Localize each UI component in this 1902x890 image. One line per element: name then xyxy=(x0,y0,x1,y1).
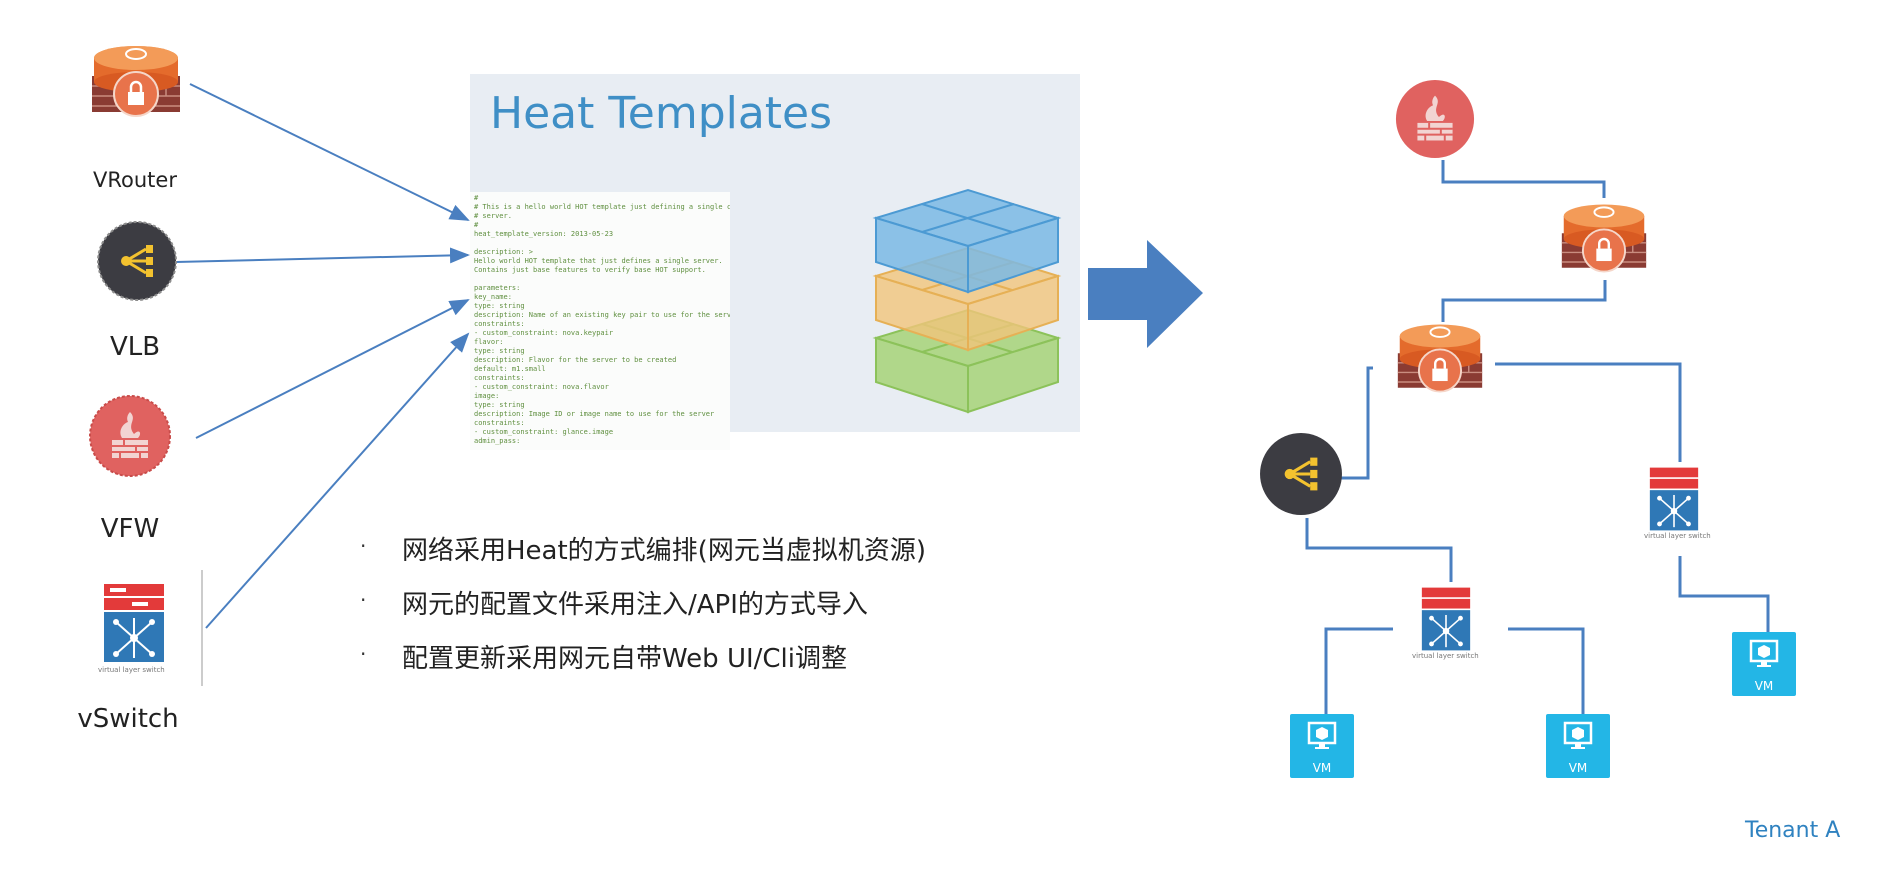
panel-title: Heat Templates xyxy=(490,88,833,139)
vm-label: VM xyxy=(1568,761,1588,775)
switch-icon xyxy=(1649,467,1699,531)
code-line: Hello world HOT template that just defin… xyxy=(474,257,723,265)
code-line: constraints: xyxy=(474,374,525,382)
tenant-label: Tenant A xyxy=(1745,818,1841,843)
vm-node: VM xyxy=(1290,714,1354,778)
code-line: description: Flavor for the server to be… xyxy=(474,356,677,364)
vm-node: VM xyxy=(1732,632,1796,696)
code-line: description: > xyxy=(474,248,534,256)
code-line: Contains just base features to verify ba… xyxy=(474,266,706,274)
code-line: description: Name of an existing key pai… xyxy=(474,311,730,319)
code-line: description: Image ID or image name to u… xyxy=(474,410,715,418)
code-line: - custom_constraint: glance.image xyxy=(474,428,614,436)
arrow-vfw-to-template xyxy=(195,299,470,439)
bullet-text: 配置更新采用网元自带Web UI/Cli调整 xyxy=(402,644,848,674)
vm-icon xyxy=(1307,721,1337,749)
arrow-vrouter-to-template xyxy=(189,83,470,221)
switch-caption: virtual layer switch xyxy=(1412,652,1479,660)
vswitch-label: vSwitch xyxy=(77,704,179,734)
router-icon xyxy=(1397,324,1483,393)
code-line: # xyxy=(474,221,479,229)
code-line: type: string xyxy=(474,401,525,409)
code-line: type: string xyxy=(474,347,525,355)
code-line: default: m1.small xyxy=(474,365,546,373)
switch-caption: virtual layer switch xyxy=(1644,532,1711,540)
code-line: # server. xyxy=(474,212,512,220)
vm-label: VM xyxy=(1754,679,1774,693)
code-line: # xyxy=(474,194,479,202)
arrow-right-icon xyxy=(1088,240,1203,348)
vm-icon xyxy=(1749,639,1779,667)
firewall-icon xyxy=(1395,79,1475,159)
bullet-glyph: · xyxy=(360,534,367,558)
code-line: - custom_constraint: nova.keypair xyxy=(474,329,614,337)
code-line: parameters: xyxy=(474,284,521,292)
bullet-text: 网络采用Heat的方式编排(网元当虚拟机资源) xyxy=(402,536,926,566)
vm-icon xyxy=(1563,721,1593,749)
bullet-glyph: · xyxy=(360,588,367,612)
vswitch-caption: virtual layer switch xyxy=(98,666,165,674)
template-code-card: # # This is a hello world HOT template j… xyxy=(470,192,730,450)
vm-node: VM xyxy=(1546,714,1610,778)
vlb-label: VLB xyxy=(109,332,161,362)
code-line: key_name: xyxy=(474,293,512,301)
bullet-glyph: · xyxy=(360,642,367,666)
code-line: image: xyxy=(474,392,500,400)
code-line: # This is a hello world HOT template jus… xyxy=(474,203,730,211)
router-icon xyxy=(92,46,180,117)
switch-icon xyxy=(1421,587,1471,651)
layer-blue xyxy=(872,188,1062,294)
stack-layers-icon xyxy=(872,188,1062,414)
load-balancer-icon xyxy=(1260,433,1342,515)
code-line: constraints: xyxy=(474,419,525,427)
router-icon xyxy=(1561,204,1647,273)
tenant-topology-lines xyxy=(1305,160,1770,716)
vrouter-label: VRouter xyxy=(93,168,177,192)
code-line: flavor: xyxy=(474,338,504,346)
load-balancer-icon xyxy=(97,221,177,301)
firewall-icon xyxy=(89,395,171,477)
vfw-label: VFW xyxy=(100,514,160,544)
switch-icon xyxy=(104,584,164,662)
arrow-vswitch-to-template xyxy=(205,332,470,629)
code-line: admin_pass: xyxy=(474,437,521,445)
bullet-text: 网元的配置文件采用注入/API的方式导入 xyxy=(402,590,868,620)
code-line: heat_template_version: 2013-05-23 xyxy=(474,230,614,238)
code-line: constraints: xyxy=(474,320,525,328)
code-line: type: string xyxy=(474,302,525,310)
arrow-vlb-to-template xyxy=(175,247,470,264)
vm-label: VM xyxy=(1312,761,1332,775)
code-line: - custom_constraint: nova.flavor xyxy=(474,383,609,391)
